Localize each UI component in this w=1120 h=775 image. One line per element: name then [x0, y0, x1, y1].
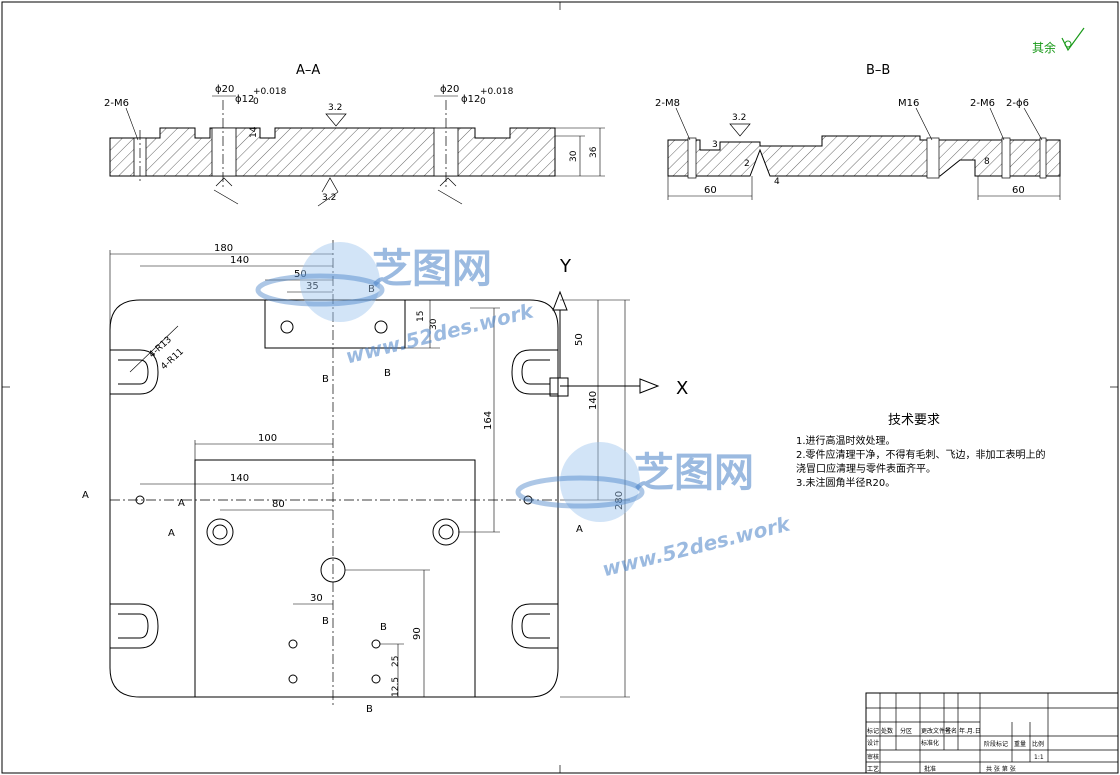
section-bb: B–B 2-M8 M16 2-M6 2-ϕ6 3.2 60 60 4 2 3 8: [655, 63, 1061, 200]
bb-dim-4: 4: [774, 177, 780, 187]
title-block: 标记 处数 分区 更改文件号 签名 年.月.日 设计 标准化 阶段标记 重量 比…: [865, 692, 1119, 774]
axis-y-label: Y: [559, 256, 572, 277]
tb-r1-2: 分区: [900, 727, 912, 735]
section-mark-b-top: B: [368, 284, 375, 295]
tb-scale: 1:1: [1034, 754, 1044, 761]
dim-25: 25: [391, 656, 401, 667]
dim-80: 80: [272, 499, 285, 510]
dim-140-top: 140: [230, 255, 249, 266]
dim-30-bottom: 30: [310, 593, 323, 604]
tech-title: 技术要求: [888, 413, 940, 428]
tech-item-3: 浇冒口应清理与零件表面齐平。: [796, 462, 936, 475]
tb-r1-3: 更改文件号: [921, 727, 951, 735]
tech-item-1: 1.进行高温时效处理。: [796, 434, 896, 447]
tech-item-4: 3.未注圆角半径R20。: [796, 476, 895, 489]
dim-100: 100: [258, 433, 277, 444]
dim-180: 180: [214, 243, 233, 254]
tb-r3-2: 比例: [1032, 740, 1044, 748]
dim-140-mid: 140: [230, 473, 249, 484]
tb-r3-1: 重量: [1014, 740, 1026, 748]
aa-thread-label: 2-M6: [104, 98, 129, 109]
watermark-globe-icon: [300, 242, 380, 322]
aa-dia-a-right: ϕ20: [440, 84, 459, 95]
dim-140-right: 140: [588, 391, 599, 410]
tb-r5-1: 批准: [924, 765, 936, 773]
roughness-note: 其余: [1032, 27, 1085, 55]
aa-rough-top: 3.2: [328, 103, 342, 113]
roughness-note-text: 其余: [1032, 40, 1056, 55]
section-mark-b-mid-right: B: [384, 368, 391, 379]
watermark-brand-top: 芝图网: [372, 246, 492, 292]
dim-15: 15: [416, 311, 426, 322]
watermark-url-top: www.52des.work: [343, 298, 537, 368]
dim-35: 35: [306, 281, 319, 292]
dim-50-right: 50: [574, 333, 585, 346]
tb-r3-0: 阶段标记: [984, 740, 1008, 748]
tb-r1-0: 标记: [867, 727, 879, 735]
aa-dia-a-left: ϕ20: [215, 84, 234, 95]
bb-hole-right: 2-ϕ6: [1006, 98, 1029, 109]
section-aa-title: A–A: [296, 63, 320, 78]
bb-dim-right: 60: [1012, 185, 1025, 196]
tb-r1-1: 处数: [881, 727, 893, 735]
inner-pocket: [194, 459, 476, 698]
dim-280: 280: [614, 491, 625, 510]
section-aa: A–A 2-M6 ϕ20 ϕ12 +0.018 0 ϕ20 ϕ12 +0.018…: [104, 63, 605, 207]
aa-dim-30: 30: [569, 150, 579, 162]
dim-12-5: 12.5: [391, 677, 401, 697]
section-bb-body: [667, 135, 1061, 177]
section-mark-b-mid-left: B: [322, 374, 329, 385]
aa-dim-36: 36: [589, 146, 599, 158]
bb-dim-8: 8: [984, 157, 990, 167]
bb-thread-left: 2-M8: [655, 98, 680, 109]
aa-dim-14: 14: [249, 126, 259, 138]
axis-x-label: X: [676, 378, 688, 399]
tb-r1-5: 年.月.日: [959, 727, 981, 735]
aa-tol-upper-left: +0.018: [253, 87, 287, 97]
plan-view: X Y 180 140 50 35 15 30 100 140 80 164: [82, 240, 688, 715]
section-mark-a-left: A: [82, 490, 89, 501]
tb-r1-4: 签名: [945, 727, 957, 735]
plate-outline: [109, 299, 559, 698]
tb-r5-0: 工艺: [867, 765, 879, 773]
bb-dim-3: 3: [712, 140, 718, 150]
aa-dia-b-right: ϕ12: [461, 94, 480, 105]
tb-r2-b: 标准化: [921, 739, 939, 747]
bb-thread-right: 2-M6: [970, 98, 995, 109]
aa-tol-lower-right: 0: [480, 97, 486, 107]
section-mark-a-low: A: [168, 528, 175, 539]
tech-requirements: 技术要求 1.进行高温时效处理。 2.零件应清理干净，不得有毛刺、飞边，非加工表…: [796, 413, 1046, 489]
bb-dim-r2: 2: [744, 159, 750, 169]
section-mark-a-right: A: [576, 524, 583, 535]
aa-tol-upper-right: +0.018: [480, 87, 514, 97]
watermark-url-bottom: www.52des.work: [600, 511, 794, 581]
section-mark-b-hole: B: [380, 622, 387, 633]
section-mark-b-low: B: [322, 616, 329, 627]
top-slot: [264, 299, 406, 349]
dim-50-top: 50: [294, 269, 307, 280]
dim-90: 90: [412, 627, 423, 640]
dim-164: 164: [483, 411, 494, 430]
watermark-top: 芝图网 www.52des.work: [255, 242, 537, 368]
tb-r6: 共 张 第 张: [986, 765, 1016, 773]
bb-rough: 3.2: [732, 113, 746, 123]
section-bb-title: B–B: [866, 63, 890, 78]
aa-dia-b-left: ϕ12: [235, 94, 254, 105]
watermark-bottom: 芝图网 www.52des.work: [515, 442, 794, 581]
aa-tol-lower-left: 0: [253, 97, 259, 107]
section-aa-body: [109, 127, 556, 177]
tb-r4-0: 审核: [867, 753, 879, 761]
bb-dim-left: 60: [704, 185, 717, 196]
watermark-globe-icon-2: [560, 442, 640, 522]
watermark-brand-bottom: 芝图网: [634, 450, 754, 496]
bb-thread-m16: M16: [898, 98, 919, 109]
roughness-check-icon: [1061, 27, 1085, 52]
section-mark-b-bottom: B: [366, 704, 373, 715]
tb-r2-a: 设计: [867, 739, 879, 747]
section-mark-a-mid: A: [178, 498, 185, 509]
tech-item-2: 2.零件应清理干净，不得有毛刺、飞边，非加工表明上的: [796, 448, 1046, 461]
dim-30-slot: 30: [429, 318, 439, 330]
